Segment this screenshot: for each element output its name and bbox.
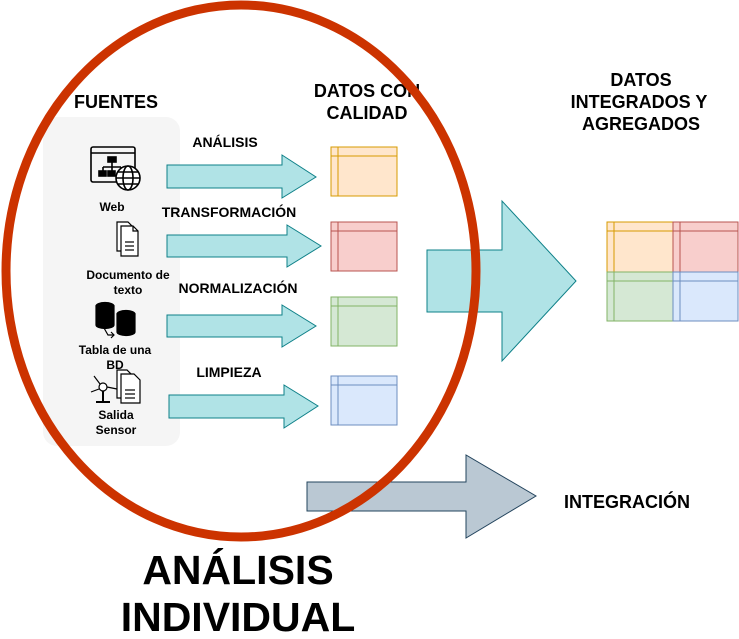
- source-label-documento-line1: Documento de: [86, 268, 170, 282]
- header-fuentes: FUENTES: [74, 92, 158, 112]
- aggregation-arrow: [426, 199, 577, 363]
- quality-table-orange: [330, 146, 398, 197]
- integration-arrow: [306, 454, 537, 539]
- header-datos-calidad-line1: DATOS CON: [314, 81, 420, 101]
- source-label-sensor-line1: Salida: [98, 408, 134, 422]
- header-datos-integrados-line2: INTEGRADOS Y: [571, 92, 708, 112]
- header-datos-calidad-line2: CALIDAD: [327, 103, 408, 123]
- web-sitemap-globe-icon: [90, 146, 141, 191]
- process-label-transformacion: TRANSFORMACIÓN: [162, 203, 297, 220]
- footer-title-line2: INDIVIDUAL: [121, 594, 356, 639]
- quality-table-red: [330, 221, 398, 272]
- process-label-limpieza: LIMPIEZA: [196, 364, 261, 380]
- process-arrow-analisis: [166, 154, 317, 199]
- database-table-icon: [95, 301, 136, 339]
- integrated-table-blue: [672, 271, 739, 322]
- header-datos-integrados-line3: AGREGADOS: [582, 114, 700, 134]
- integration-label: INTEGRACIÓN: [564, 491, 690, 512]
- source-label-documento-line2: texto: [114, 283, 143, 297]
- source-label-sensor-line2: Sensor: [96, 423, 137, 437]
- quality-table-green: [330, 296, 398, 347]
- integrated-table-green: [606, 271, 674, 322]
- process-label-analisis: ANÁLISIS: [192, 134, 257, 150]
- process-arrow-limpieza: [168, 384, 319, 429]
- footer-title-line1: ANÁLISIS: [142, 547, 333, 593]
- source-label-tabla-line1: Tabla de una: [79, 343, 152, 357]
- process-arrow-transformacion: [166, 224, 322, 268]
- integrated-table-red: [672, 221, 739, 273]
- process-label-normalizacion: NORMALIZACIÓN: [179, 279, 298, 296]
- individual-analysis-ellipse: [1, 0, 481, 542]
- quality-table-blue: [330, 375, 398, 426]
- source-label-web: Web: [99, 200, 124, 214]
- process-arrow-normalizacion: [166, 304, 317, 348]
- sources-panel: [43, 117, 180, 446]
- integrated-table-orange: [606, 221, 674, 273]
- header-datos-integrados-line1: DATOS: [610, 70, 671, 90]
- text-document-icon: [116, 221, 139, 257]
- source-label-tabla-line2: BD: [106, 358, 124, 372]
- wind-sensor-icon: [90, 369, 141, 404]
